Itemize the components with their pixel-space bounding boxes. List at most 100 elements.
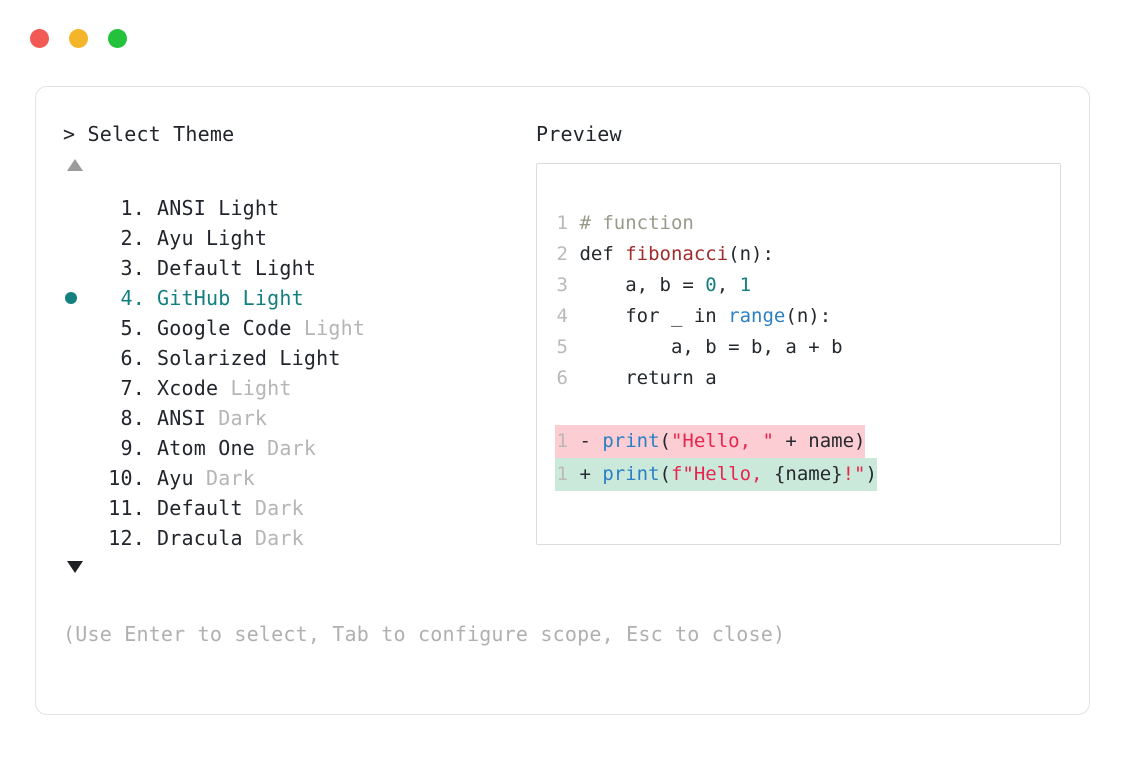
theme-list-item[interactable]: 3.Default Light <box>63 253 533 283</box>
code-line: 3 a, b = 0, 1 <box>555 270 1060 301</box>
theme-list-item[interactable]: 7. Xcode Light <box>63 373 533 403</box>
theme-item-index: 2. <box>120 226 145 250</box>
theme-item-name: Ayu <box>157 466 194 490</box>
minimize-button[interactable] <box>69 29 88 48</box>
selection-indicator <box>63 433 93 463</box>
code-token: !" <box>842 463 866 485</box>
theme-list-item[interactable]: 6. Solarized Light <box>63 343 533 373</box>
theme-item-index: 6. <box>120 346 145 370</box>
theme-list-item[interactable]: 9. Atom One Dark <box>63 433 533 463</box>
selection-indicator <box>63 493 93 523</box>
theme-item-variant: Dark <box>254 436 317 460</box>
line-number: 6 <box>556 367 568 389</box>
diff-marker: + <box>568 463 603 485</box>
theme-item-index: 10. <box>108 466 145 490</box>
code-token: print <box>602 463 660 485</box>
theme-list-item[interactable]: 12. Dracula Dark <box>63 523 533 553</box>
theme-item-name: Default <box>157 496 243 520</box>
diff-line-add: 1 + print(f"Hello, {name}!") <box>555 458 1060 491</box>
theme-item-variant: Dark <box>242 526 304 550</box>
preview-title: Preview <box>536 122 622 146</box>
line-number: 2 <box>556 243 568 265</box>
code-line: 4 for _ in range(n): <box>555 301 1060 332</box>
selected-bullet-icon <box>65 292 77 304</box>
theme-list-item[interactable]: 2. Ayu Light <box>63 223 533 253</box>
maximize-button[interactable] <box>108 29 127 48</box>
selection-indicator <box>63 403 93 433</box>
line-number: 5 <box>556 336 568 358</box>
code-token: for _ in <box>579 305 729 327</box>
diff-marker: - <box>568 430 603 452</box>
keyboard-hint: (Use Enter to select, Tab to configure s… <box>63 622 786 646</box>
theme-list-item[interactable]: 1. ANSI Light <box>63 193 533 223</box>
theme-list-item[interactable]: 11. Default Dark <box>63 493 533 523</box>
code-token: f"Hello, <box>670 463 774 485</box>
theme-list-item[interactable]: 5.Google Code Light <box>63 313 533 343</box>
theme-item-index: 11. <box>108 496 145 520</box>
code-token: (n): <box>728 243 774 265</box>
diff-highlight: 1 + print(f"Hello, {name}!") <box>555 458 877 491</box>
line-number: 4 <box>556 305 568 327</box>
close-button[interactable] <box>30 29 49 48</box>
triangle-up-icon <box>67 159 83 171</box>
theme-item-name: ANSI Light <box>157 196 280 220</box>
theme-list-item[interactable]: 4. GitHub Light <box>63 283 533 313</box>
theme-item-variant: Dark <box>205 406 268 430</box>
theme-list-item[interactable]: 8.ANSI Dark <box>63 403 533 433</box>
code-token: + name) <box>773 430 866 452</box>
theme-item-index: 7. <box>120 376 145 400</box>
theme-item-variant: Light <box>218 376 292 400</box>
selection-indicator <box>63 373 93 403</box>
theme-list-item[interactable]: 10.Ayu Dark <box>63 463 533 493</box>
theme-item-index: 9. <box>120 436 145 460</box>
theme-item-name: Atom One <box>157 436 255 460</box>
theme-item-name: GitHub Light <box>157 286 304 310</box>
diff-sample: 1 - print("Hello, " + name)1 + print(f"H… <box>555 425 1060 491</box>
theme-item-name: Solarized Light <box>157 346 341 370</box>
code-token: fibonacci <box>625 243 729 265</box>
code-line: 2 def fibonacci(n): <box>555 239 1060 270</box>
code-token: def <box>579 243 626 265</box>
theme-item-variant: Dark <box>242 496 304 520</box>
theme-item-name: Ayu Light <box>157 226 268 250</box>
code-line: 5 a, b = b, a + b <box>555 332 1060 363</box>
theme-item-variant: Light <box>291 316 366 340</box>
theme-item-name: Dracula <box>157 526 243 550</box>
diff-highlight: 1 - print("Hello, " + name) <box>555 425 866 458</box>
code-token: return a <box>579 367 717 389</box>
scroll-down-indicator[interactable] <box>63 553 533 591</box>
triangle-down-icon <box>67 561 83 573</box>
code-token: ( <box>659 430 671 452</box>
selection-indicator <box>63 463 93 493</box>
scroll-up-indicator[interactable] <box>63 159 533 189</box>
selection-indicator <box>63 343 93 373</box>
selection-indicator <box>63 523 93 553</box>
code-token: "Hello, " <box>670 430 774 452</box>
code-token: {name} <box>773 463 843 485</box>
diff-line-number: 1 <box>556 430 568 452</box>
code-line: 6 return a <box>555 363 1060 394</box>
code-token: range <box>728 305 786 327</box>
theme-item-name: Xcode <box>157 376 219 400</box>
diff-line-number: 1 <box>556 463 568 485</box>
code-token: # function <box>579 212 694 234</box>
theme-item-index: 12. <box>108 526 145 550</box>
code-token: (n): <box>785 305 832 327</box>
code-token: , <box>716 274 740 296</box>
theme-item-index: 4. <box>120 286 145 310</box>
theme-item-index: 1. <box>120 196 145 220</box>
diff-line-del: 1 - print("Hello, " + name) <box>555 425 1060 458</box>
theme-item-index: 5. <box>120 316 145 340</box>
code-line: 1 # function <box>555 208 1060 239</box>
theme-item-index: 8. <box>120 406 145 430</box>
code-token: 0 <box>705 274 717 296</box>
selection-indicator <box>63 193 93 223</box>
selection-indicator <box>63 313 93 343</box>
code-token: 1 <box>739 274 752 296</box>
